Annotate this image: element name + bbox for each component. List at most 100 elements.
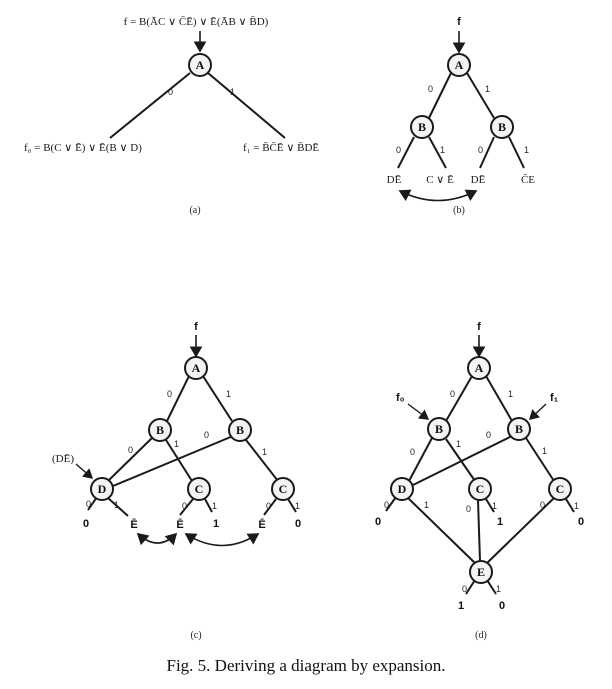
edge-e-0 [465,579,476,595]
edge-cr-0 [263,498,277,516]
edge-label-e1: 1 [496,584,501,594]
node-c-mid [468,477,492,501]
leaf-cm0: Ē [176,519,183,531]
node-d-label: D [98,482,107,496]
edge-label-bl0: 0 [128,445,133,455]
edge-a-1 [466,72,495,119]
edge-label-cm0: 0 [182,501,187,511]
edge-cm-0 [179,498,194,516]
merge-arrow-left [136,532,178,546]
node-c-right-label: C [279,482,288,496]
f1-expression: f₁ = B̄C̄Ē ∨ B̄DĒ [243,142,319,154]
node-b-left [427,417,451,441]
input-f: f [477,321,481,333]
merge-arrow-right [184,533,260,547]
edge-d-0 [385,496,397,512]
edge-cr-1 [287,498,297,513]
node-a-label: A [455,58,464,72]
edge-label-cm0: 0 [466,504,471,514]
edge-bl-0 [397,136,415,169]
edge-label-cr1: 1 [574,501,579,511]
edge-d-1 [107,497,129,517]
panel-d: f A B B D C C E f₀ f₁ [375,321,584,641]
edge-label-d0: 0 [384,500,389,510]
edge-label-br1: 1 [262,447,267,457]
panel-c: f A B B D C C (DĒ) 0 1 0 1 0 [52,321,301,641]
panel-c-label: (c) [190,630,201,641]
edge-a-1 [202,375,233,422]
edge-bl-0 [408,437,433,482]
figure-caption: Fig. 5. Deriving a diagram by expansion. [166,656,446,675]
edge-label-br0: 0 [204,430,209,440]
edge-bl-1 [445,438,476,482]
edge-label-1: 1 [230,87,235,97]
edge-a-0 [445,375,473,422]
panel-a: f = B(ĀC ∨ C̄Ē) ∨ Ē(ĀB ∨ B̄D) A 0 1 f₀ =… [24,16,319,216]
node-a-label: A [196,58,205,72]
edge-label-e0: 0 [462,584,467,594]
leaf-4: C̄E [521,174,535,186]
leaf-cm1: 1 [213,518,219,530]
f0-tag-arrow [407,403,430,420]
edge-cm-1 [485,498,495,513]
node-b-left-label: B [435,422,443,436]
node-a [467,356,491,380]
edge-bl-1 [165,439,193,482]
node-a [184,356,208,380]
leaf-2: C ∨ Ē [426,174,454,186]
edge-a-1 [485,375,513,422]
leaf-cm1: 1 [497,516,503,528]
panel-b-label: (b) [453,205,465,216]
node-a-label: A [192,361,201,375]
edge-label-d1: 1 [114,500,119,510]
edge-label-a1: 1 [485,84,490,94]
f1-tag: f₁ [550,392,559,404]
edge-label-cr1: 1 [295,501,300,511]
node-b-left [148,418,172,442]
de-tag: (DĒ) [52,453,74,465]
edge-label-a1: 1 [508,389,513,399]
node-c-mid-label: C [476,482,485,496]
leaf-e1: 0 [499,600,505,612]
edge-label-br1: 1 [542,446,547,456]
edge-label-a1: 1 [226,389,231,399]
edge-label-a0: 0 [428,84,433,94]
node-b-right-label: B [515,422,523,436]
edge-br-1 [508,136,525,169]
edge-a-1 [207,72,286,139]
node-d-label: D [398,482,407,496]
edge-d-1 [407,497,477,565]
edge-label-bl1: 1 [174,439,179,449]
leaf-cr1: 0 [295,518,301,530]
edge-label-cm1: 1 [492,501,497,511]
edge-a-0 [166,375,190,422]
node-b-right-label: B [236,423,244,437]
node-e [469,560,493,584]
edge-label-br0: 0 [486,430,491,440]
node-a-label: A [475,361,484,375]
f0-expression: f₀ = B(C ∨ Ē) ∨ Ē(B ∨ D) [24,142,142,154]
edge-label-a0: 0 [167,389,172,399]
node-d [90,477,114,501]
leaf-3: DĒ [471,174,486,186]
edge-label-d0: 0 [86,499,91,509]
node-b-right [507,417,531,441]
leaf-d0: 0 [83,518,89,530]
node-d [390,477,414,501]
node-b-right [228,418,252,442]
node-c-right [271,477,295,501]
edge-label-a0: 0 [450,389,455,399]
node-c-right [548,477,572,501]
leaf-d1: Ē [130,519,137,531]
edge-e-1 [486,579,497,595]
f1-tag-arrow [528,403,547,420]
f-expression: f = B(ĀC ∨ C̄Ē) ∨ Ē(ĀB ∨ B̄D) [124,16,269,28]
node-b-right [490,115,514,139]
edge-br-0 [112,435,234,487]
edge-bl-1 [428,136,447,169]
edge-label-0: 0 [168,87,173,97]
node-a [447,53,471,77]
edge-label-br1: 1 [524,145,529,155]
edge-label-cm1: 1 [212,501,217,511]
